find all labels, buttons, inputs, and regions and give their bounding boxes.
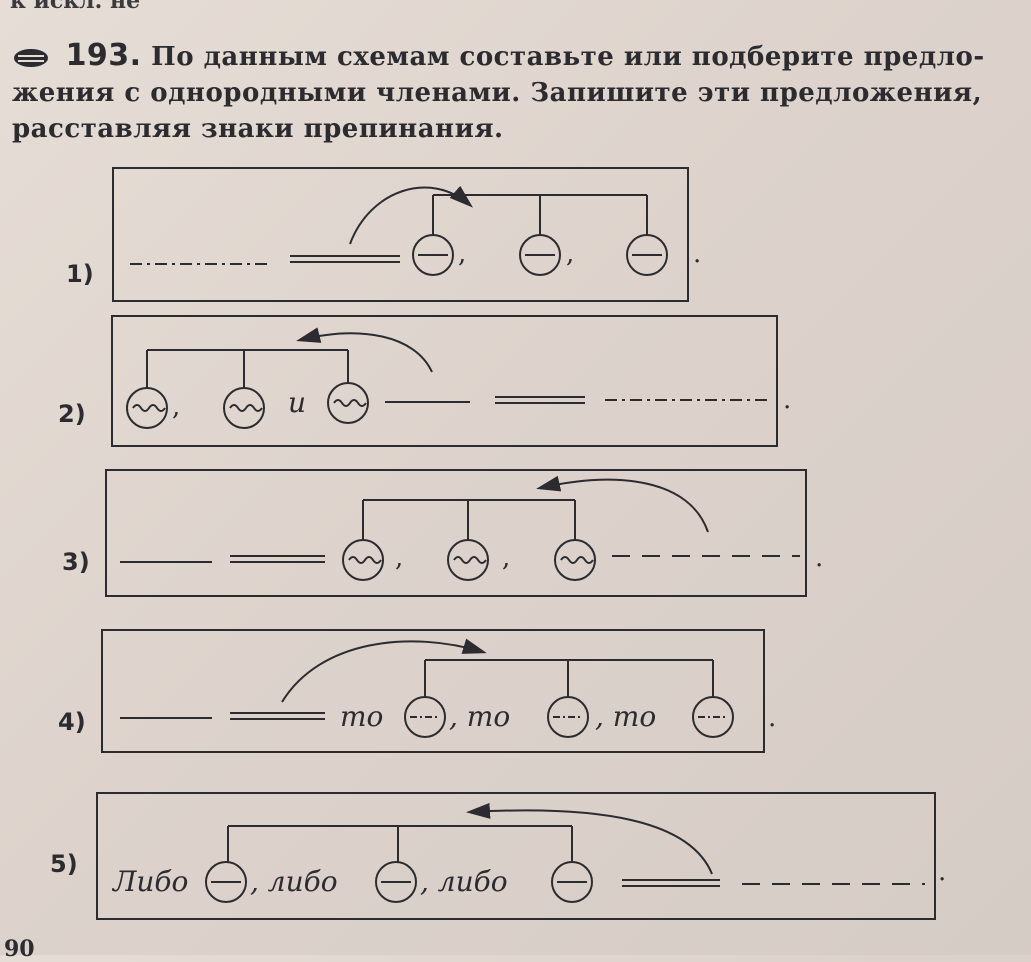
scheme-4-arrow xyxy=(281,638,487,703)
scheme-4-end: . xyxy=(768,703,776,733)
book-icon xyxy=(14,49,48,67)
exercise-text-1: По данным схемам составьте или подберите… xyxy=(151,42,985,72)
homogeneous-member-circle xyxy=(547,696,589,738)
scheme-5 xyxy=(96,792,936,920)
heading-line-1: 193. По данным схемам составьте или подб… xyxy=(12,38,1002,75)
scheme-2-conjunction: и xyxy=(288,386,306,419)
homogeneous-member-circle xyxy=(412,234,454,276)
scheme-3-comma-1: , xyxy=(395,543,403,573)
scheme-2-comma: , xyxy=(172,392,180,422)
homogeneous-member-circle xyxy=(342,539,384,581)
scheme-1-comma-1: , xyxy=(458,239,466,269)
scheme-4-word-1: то xyxy=(340,700,383,733)
homogeneous-member-circle xyxy=(692,696,734,738)
scheme-5-word-3: , либо xyxy=(420,865,508,898)
homogeneous-member-circle xyxy=(404,696,446,738)
homogeneous-member-circle xyxy=(327,382,369,424)
scheme-5-frame xyxy=(96,792,936,920)
homogeneous-member-circle xyxy=(447,539,489,581)
scheme-4-frame xyxy=(101,629,765,753)
scheme-3-frame xyxy=(105,469,807,597)
scheme-3-end: . xyxy=(815,543,823,573)
scheme-4-label: 4) xyxy=(58,708,86,736)
scheme-5-word-1: Либо xyxy=(111,865,188,898)
scheme-1-label: 1) xyxy=(66,260,94,288)
scheme-5-label: 5) xyxy=(50,850,78,878)
page-number-fragment: 90 xyxy=(4,936,35,962)
homogeneous-member-circle xyxy=(223,387,265,429)
scheme-1-comma-2: , xyxy=(566,239,574,269)
homogeneous-member-circle xyxy=(205,861,247,903)
scheme-2-arrow xyxy=(296,327,433,373)
scheme-3-arrow xyxy=(536,475,709,533)
scheme-2 xyxy=(111,315,778,447)
scheme-1-frame xyxy=(112,167,689,302)
exercise-text-3: расставляя знаки препинания. xyxy=(12,114,504,144)
homogeneous-member-circle xyxy=(375,861,417,903)
scheme-1-end: . xyxy=(693,239,701,269)
scheme-4-word-3: , то xyxy=(595,700,656,733)
exercise-text-2: жения с однородными членами. Запишите эт… xyxy=(12,78,983,108)
homogeneous-member-circle xyxy=(519,234,561,276)
scheme-4 xyxy=(101,629,765,753)
scheme-1-arrow xyxy=(349,185,474,245)
scheme-3-comma-2: , xyxy=(502,543,510,573)
scheme-5-arrow xyxy=(466,802,713,875)
homogeneous-member-circle xyxy=(126,387,168,429)
scheme-4-word-2: , то xyxy=(449,700,510,733)
exercise-number: 193. xyxy=(65,38,142,73)
scheme-3-label: 3) xyxy=(62,548,90,576)
scheme-2-label: 2) xyxy=(58,400,86,428)
homogeneous-member-circle xyxy=(551,861,593,903)
scheme-5-end: . xyxy=(938,857,946,887)
previous-text-fragment: к искл. не xyxy=(10,0,141,14)
homogeneous-member-circle xyxy=(554,539,596,581)
exercise-heading: 193. По данным схемам составьте или подб… xyxy=(12,38,1002,147)
scheme-1 xyxy=(112,167,689,302)
scheme-3 xyxy=(105,469,807,597)
scheme-2-frame xyxy=(111,315,778,447)
homogeneous-member-circle xyxy=(626,234,668,276)
scheme-2-end: . xyxy=(783,385,791,415)
scheme-5-word-2: , либо xyxy=(250,865,338,898)
